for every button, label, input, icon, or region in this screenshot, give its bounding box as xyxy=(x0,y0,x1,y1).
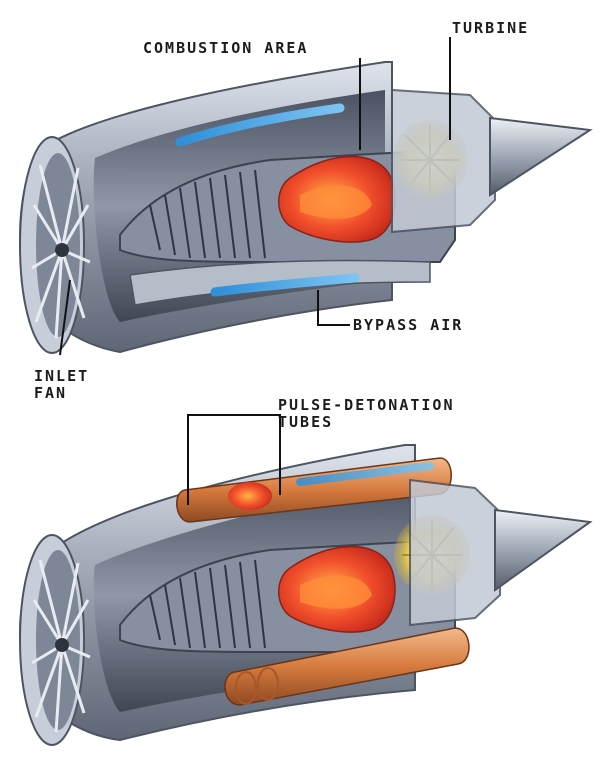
bottom-leader-lines xyxy=(187,414,281,505)
label-fan: FAN xyxy=(34,384,68,402)
turbine-housing-2 xyxy=(409,478,501,627)
label-inlet: INLET xyxy=(34,367,90,385)
compressor-blades-2 xyxy=(149,559,266,649)
label-combustion-area: COMBUSTION AREA xyxy=(143,39,309,57)
pulse-detonation-tube-lower xyxy=(224,627,470,706)
bypass-flow-upper xyxy=(175,103,345,147)
pulse-detonation-engine xyxy=(19,414,593,746)
label-turbine: TURBINE xyxy=(452,19,530,37)
label-pulse-detonation: PULSE-DETONATION xyxy=(278,396,455,414)
inlet-fan xyxy=(31,164,91,339)
standard-turbofan-engine xyxy=(19,37,593,356)
inlet-fan-2 xyxy=(31,559,91,733)
compressor-blades xyxy=(149,169,266,259)
turbine-housing xyxy=(391,88,496,234)
top-leader-lines xyxy=(59,37,451,356)
exhaust-cone xyxy=(489,116,593,197)
label-bypass-air: BYPASS AIR xyxy=(353,316,464,334)
label-tubes: TUBES xyxy=(278,413,334,431)
exhaust-cone-2 xyxy=(494,508,593,592)
bypass-flow-lower xyxy=(210,273,360,297)
